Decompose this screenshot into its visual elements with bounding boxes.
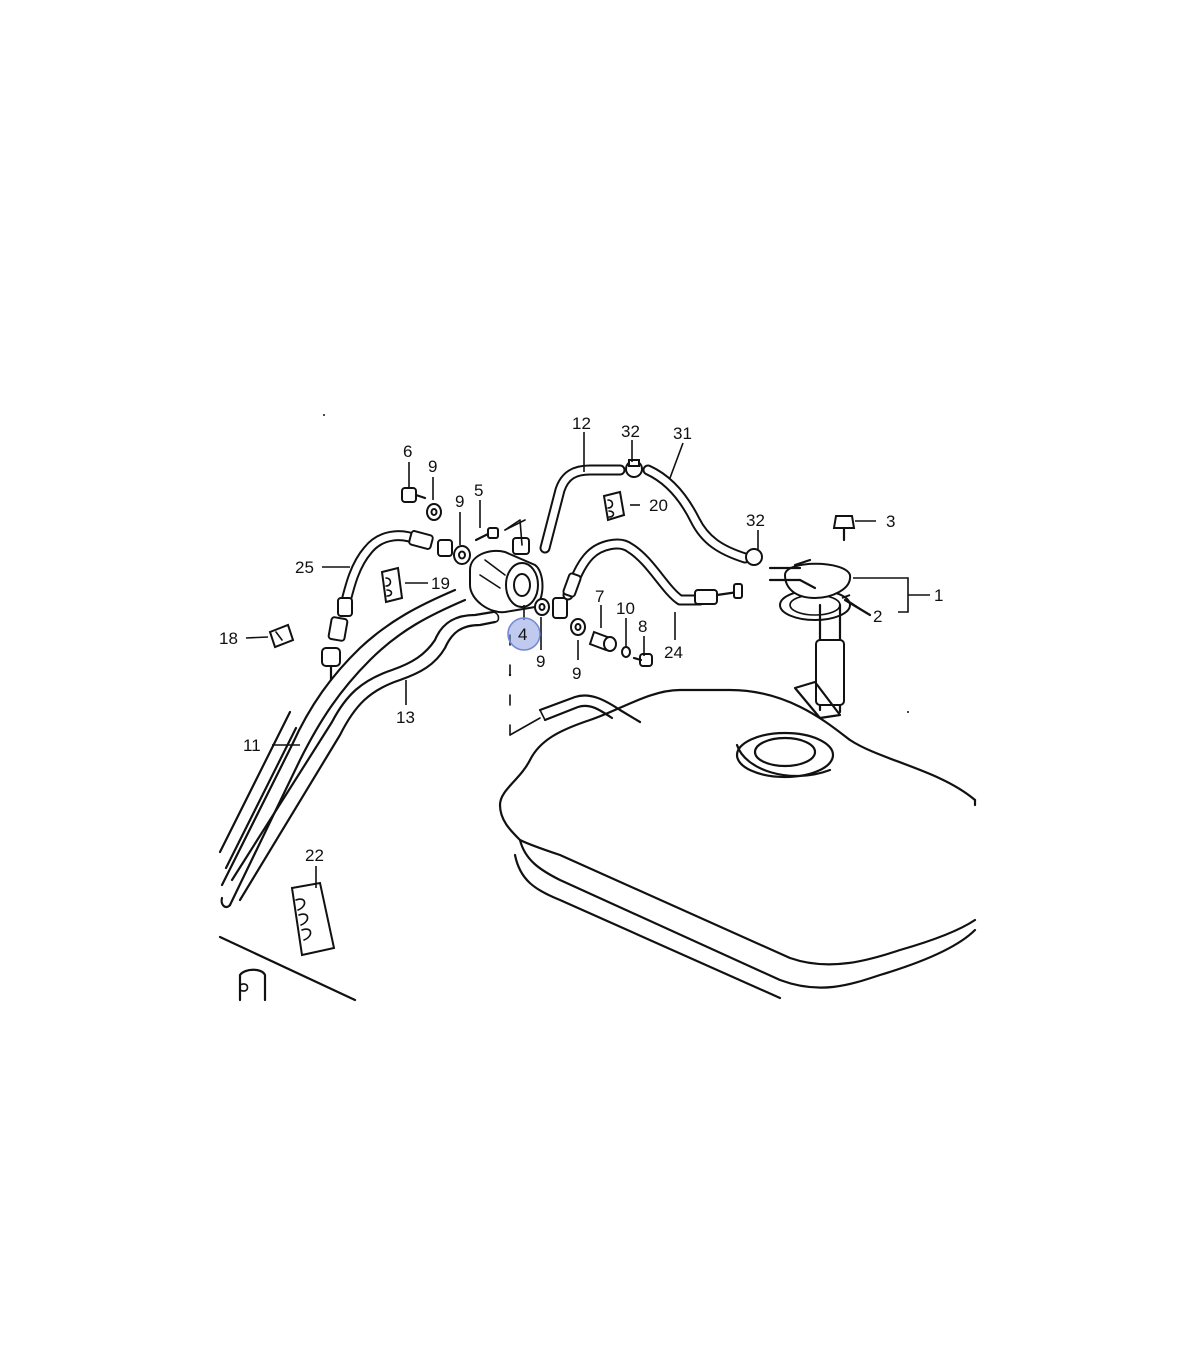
- washer-9-d: [570, 618, 586, 636]
- washer-10: [621, 646, 631, 658]
- callout-31[interactable]: 31: [673, 424, 692, 443]
- callout-3[interactable]: 3: [886, 512, 895, 531]
- fuel-line-13: [230, 610, 500, 902]
- callout-32a[interactable]: 32: [621, 422, 640, 441]
- screw-3: [832, 515, 856, 542]
- callout-9b[interactable]: 9: [455, 492, 464, 511]
- hose-clamp-32-right: [745, 548, 763, 566]
- washer-9-b: [426, 503, 442, 521]
- callout-5[interactable]: 5: [474, 481, 483, 500]
- bolt-8: [632, 653, 653, 667]
- leader-lines: [245, 432, 930, 888]
- callout-19[interactable]: 19: [431, 574, 450, 593]
- callout-13[interactable]: 13: [396, 708, 415, 727]
- callout-9d[interactable]: 9: [572, 664, 581, 683]
- callout-9c[interactable]: 9: [536, 652, 545, 671]
- callout-7[interactable]: 7: [595, 587, 604, 606]
- callout-2[interactable]: 2: [873, 607, 882, 626]
- callout-8[interactable]: 8: [638, 617, 647, 636]
- hose-12: [539, 464, 626, 554]
- vehicle-floor-edge: [218, 935, 357, 1002]
- screw-5: [474, 527, 499, 542]
- fuel-tank: [498, 688, 977, 1000]
- callout-10[interactable]: 10: [616, 599, 635, 618]
- callout-4[interactable]: 4: [518, 625, 527, 644]
- clip-18: [268, 623, 295, 649]
- stray-marks: [323, 414, 909, 713]
- fuel-pump-sender-1: [768, 558, 852, 720]
- highlight-part-4[interactable]: [507, 617, 541, 651]
- callout-32b[interactable]: 32: [746, 511, 765, 530]
- fuel-line-24: [562, 538, 743, 606]
- union-fitting-left: [321, 616, 349, 682]
- callout-1[interactable]: 1: [934, 586, 943, 605]
- callout-24[interactable]: 24: [664, 643, 683, 662]
- return-line-to-tank: [509, 634, 642, 736]
- hose-25: [337, 530, 434, 617]
- banjo-union-right: [552, 597, 568, 619]
- hose-clamp-32-top: [625, 459, 643, 478]
- fuel-filter-4: [469, 519, 544, 614]
- clip-22: [290, 881, 336, 957]
- callout-25[interactable]: 25: [295, 558, 314, 577]
- clip-19: [380, 566, 404, 604]
- banjo-bolt-7: [588, 630, 617, 652]
- washer-9-a: [453, 545, 471, 565]
- washer-9-c: [534, 598, 550, 616]
- clip-20: [602, 490, 626, 522]
- callout-18[interactable]: 18: [219, 629, 238, 648]
- banjo-bolt-6: [401, 487, 427, 503]
- callout-labels: 1 2 3 4 5 6 7 8 9 9 9 9 10 11 12 13 18 1…: [219, 414, 943, 865]
- callout-20[interactable]: 20: [649, 496, 668, 515]
- callout-6[interactable]: 6: [403, 442, 412, 461]
- banjo-fitting-left: [437, 539, 453, 557]
- fuel-line-11: [218, 588, 467, 909]
- hose-31: [642, 464, 751, 564]
- callout-11[interactable]: 11: [243, 736, 261, 755]
- callout-22[interactable]: 22: [305, 846, 324, 865]
- callout-9a[interactable]: 9: [428, 457, 437, 476]
- callout-12[interactable]: 12: [572, 414, 591, 433]
